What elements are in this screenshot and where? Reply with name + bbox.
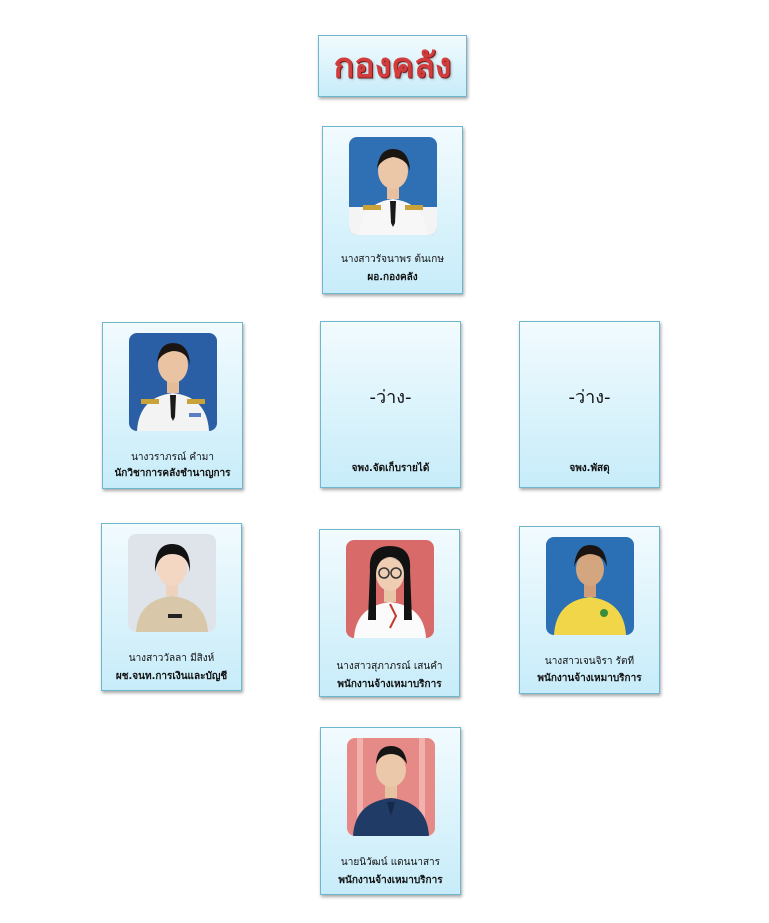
director-role: ผอ.กองคลัง (367, 272, 418, 283)
vacant-card-revenue: -ว่าง- จพง.จัดเก็บรายได้ (320, 321, 461, 488)
director-card: นางสาวรัจนาพร ต้นเกษ ผอ.กองคลัง (322, 126, 463, 294)
staff-card-contractor-2: นางสาวเจนจิรา รัตที พนักงานจ้างเหมาบริกา… (519, 526, 660, 694)
staff-card-contractor-1: นางสาวสุภาภรณ์ เสนคำ พนักงานจ้างเหมาบริก… (319, 529, 460, 697)
staff-role: นักวิชาการคลังชำนาญการ (114, 468, 231, 479)
staff-role: ผช.จนท.การเงินและบัญชี (115, 671, 228, 682)
director-name: นางสาวรัจนาพร ต้นเกษ (341, 254, 444, 265)
department-title-card: กองคลัง (318, 35, 467, 97)
portrait-image (545, 537, 634, 635)
staff-role: พนักงานจ้างเหมาบริการ (537, 673, 642, 684)
portrait-image (348, 137, 437, 235)
director-photo (348, 137, 437, 235)
vacant-card-supplies: -ว่าง- จพง.พัสดุ (519, 321, 660, 488)
staff-name: นางวราภรณ์ คำมา (131, 452, 214, 463)
staff-photo (128, 333, 217, 431)
vacant-role: จพง.พัสดุ (569, 463, 610, 474)
vacant-label: -ว่าง- (568, 387, 611, 408)
staff-card-contractor-3: นายนิวัฒน์ แดนนาสาร พนักงานจ้างเหมาบริกา… (320, 727, 461, 895)
staff-name: นายนิวัฒน์ แดนนาสาร (340, 857, 441, 868)
staff-photo (127, 534, 216, 632)
vacant-label: -ว่าง- (369, 387, 412, 408)
vacant-role: จพง.จัดเก็บรายได้ (351, 463, 430, 474)
staff-name: นางสาวสุภาภรณ์ เสนคำ (336, 661, 443, 672)
department-title: กองคลัง (333, 46, 452, 86)
portrait-image (346, 738, 435, 836)
staff-photo (345, 540, 434, 638)
portrait-image (128, 333, 217, 431)
staff-card-finance-assistant: นางสาววัลลา มีสิงห์ ผช.จนท.การเงินและบัญ… (101, 523, 242, 691)
staff-photo (545, 537, 634, 635)
staff-name: นางสาววัลลา มีสิงห์ (128, 653, 215, 664)
portrait-image (127, 534, 216, 632)
staff-card-revenue-officer: นางวราภรณ์ คำมา นักวิชาการคลังชำนาญการ (102, 322, 243, 489)
portrait-image (345, 540, 434, 638)
staff-name: นางสาวเจนจิรา รัตที (544, 656, 635, 667)
staff-role: พนักงานจ้างเหมาบริการ (337, 679, 442, 690)
staff-photo (346, 738, 435, 836)
staff-role: พนักงานจ้างเหมาบริการ (338, 875, 443, 886)
